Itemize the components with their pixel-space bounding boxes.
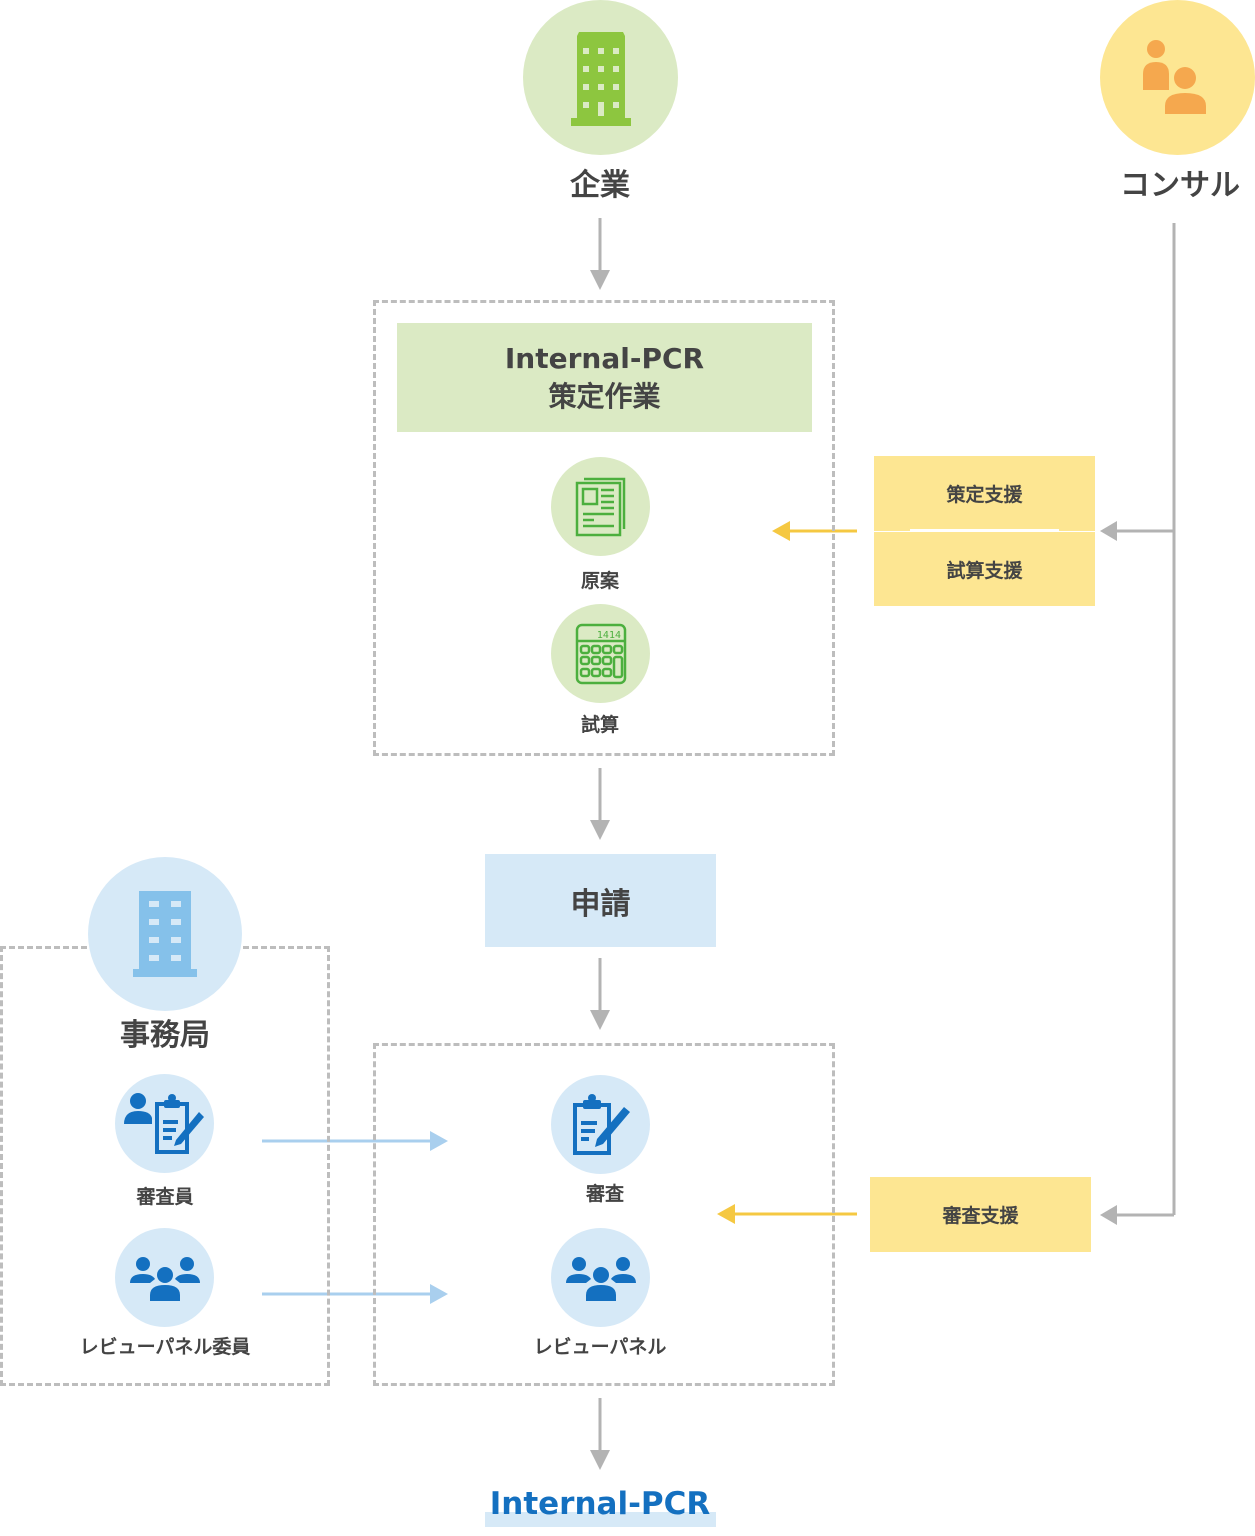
reviewer-label: 審査員 <box>136 1186 194 1208</box>
drafting-title-line2: 策定作業 <box>548 379 661 413</box>
consultant-node <box>1100 0 1255 155</box>
panel-member-node <box>115 1228 214 1327</box>
draft-label: 原案 <box>580 570 619 592</box>
group-icon <box>565 1256 636 1301</box>
review-panel-label: レビューパネル <box>533 1336 667 1358</box>
people-icon <box>1142 40 1206 114</box>
support-divider <box>910 529 1059 532</box>
review-label: 審査 <box>585 1183 624 1205</box>
company-node <box>523 0 678 155</box>
secretariat-label: 事務局 <box>120 1018 210 1053</box>
application-label: 申請 <box>570 886 631 922</box>
company-label: 企業 <box>570 168 630 203</box>
drafting-header: Internal-PCR 策定作業 <box>397 323 812 432</box>
support-calculation-box: 試算支援 <box>874 532 1095 606</box>
support-calculation-label: 試算支援 <box>946 559 1023 582</box>
panel-member-label: レビューパネル委員 <box>79 1336 251 1358</box>
output-highlight <box>485 1512 716 1527</box>
calculator-icon: 1414 <box>575 623 626 684</box>
support-drafting-box: 策定支援 <box>874 456 1095 531</box>
calculator-display: 1414 <box>596 630 620 641</box>
consultant-label: コンサル <box>1120 168 1240 203</box>
support-drafting-label: 策定支援 <box>946 484 1023 506</box>
support-review-box: 審査支援 <box>870 1177 1091 1252</box>
secretariat-node <box>88 857 242 1011</box>
consultant-line <box>1100 223 1176 1225</box>
arrow-review-to-output <box>590 1398 610 1470</box>
group-icon <box>129 1256 200 1301</box>
arrow-reviewer-to-review <box>262 1131 448 1151</box>
review-node <box>551 1075 650 1174</box>
draft-node <box>551 457 650 556</box>
arrow-support-to-review <box>717 1204 857 1224</box>
drafting-container <box>373 300 835 756</box>
reviewer-node <box>115 1074 214 1173</box>
arrow-application-to-review <box>590 958 610 1030</box>
arrow-drafting-to-application <box>590 768 610 840</box>
application-box: 申請 <box>485 854 716 947</box>
calculation-node: 1414 <box>551 604 650 703</box>
output-label: Internal-PCR <box>489 1486 711 1522</box>
building-icon <box>133 891 197 977</box>
support-review-label: 審査支援 <box>942 1205 1019 1227</box>
calculation-label: 試算 <box>580 714 619 736</box>
building-icon <box>570 31 631 126</box>
drafting-title-line1: Internal-PCR <box>504 341 705 375</box>
clipboard-icon <box>572 1093 630 1155</box>
arrow-support-to-drafting <box>772 521 857 541</box>
review-panel-node <box>551 1228 650 1327</box>
document-icon <box>575 477 625 536</box>
review-container <box>373 1043 835 1386</box>
reviewer-icon <box>123 1092 204 1154</box>
arrow-panel-to-review-panel <box>262 1284 448 1304</box>
arrow-company-to-drafting <box>590 218 610 290</box>
